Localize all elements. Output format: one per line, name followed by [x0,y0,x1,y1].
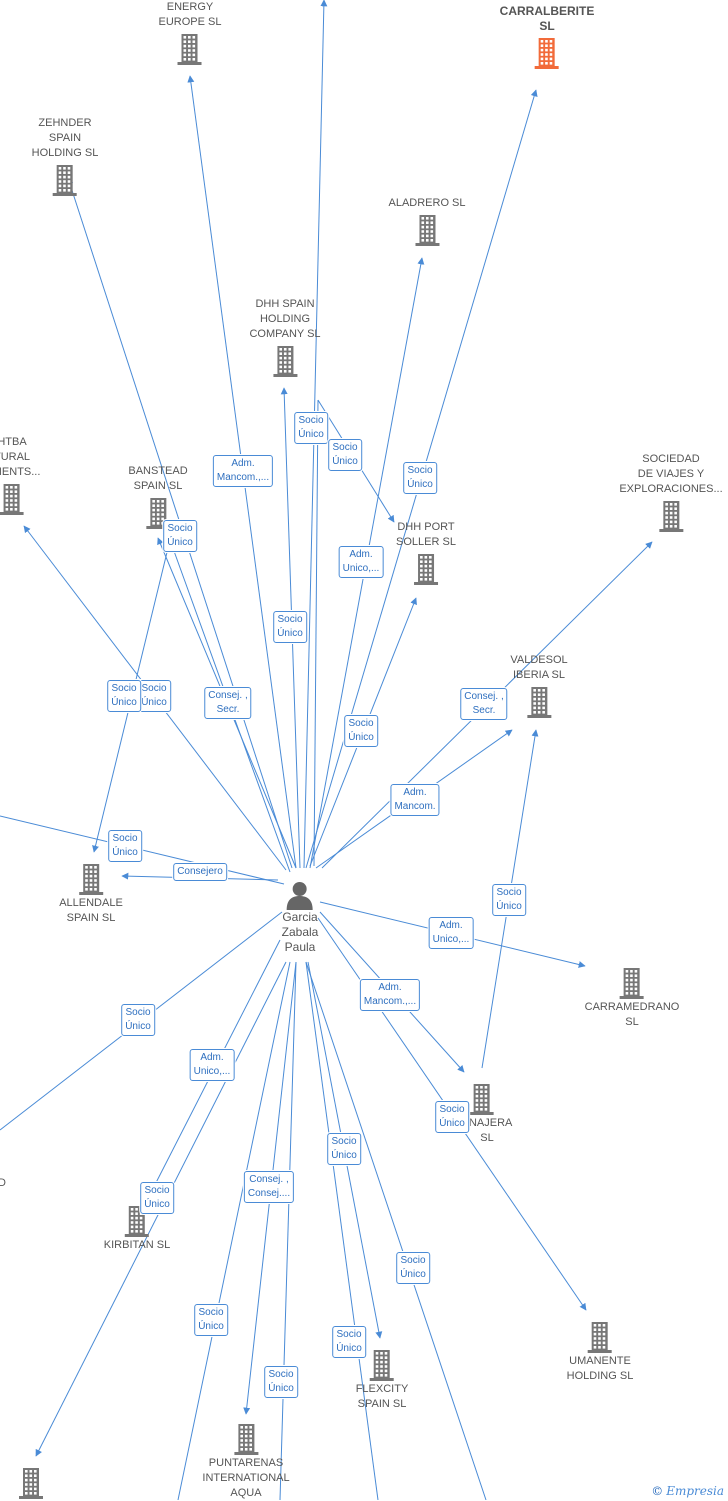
company-node-aladrero[interactable]: ALADRERO SL [388,196,466,247]
company-label: DHH SPAIN HOLDING COMPANY SL [249,298,321,340]
edge-role-label[interactable]: Socio Único [332,1326,366,1358]
company-label: PUNTARENAS INTERNATIONAL AQUA [202,1457,290,1499]
edge-role-label[interactable]: Socio Único [327,1133,361,1165]
edge-role-label[interactable]: Socio Único [163,520,197,552]
company-label: KIRBITAN SL [103,1239,171,1251]
company-label: ANAJERA SL [461,1117,513,1144]
edge-role-label[interactable]: Socio Único [344,715,378,747]
person-node[interactable]: Garcia Zabala Paula [281,880,319,955]
edge-role-label[interactable]: Socio Único [264,1366,298,1398]
building-icon [587,1322,612,1353]
person-name: Garcia Zabala Paula [281,910,319,954]
company-node-left-d[interactable]: D [0,1176,6,1191]
building-icon [273,346,297,377]
company-node-bottom-left[interactable] [16,1466,46,1500]
edges-layer [0,0,653,1500]
watermark: ©Empresia [651,1484,724,1498]
company-node-flexcity-spain[interactable]: FLEXCITY SPAIN SL [355,1348,409,1412]
person-icon [286,882,313,910]
edge-role-label[interactable]: Socio Único [273,611,307,643]
edge-role-label[interactable]: Socio Único [396,1252,430,1284]
company-label: CARRAMEDRANO SL [584,1001,680,1028]
company-node-banstead-spain[interactable]: BANSTEAD SPAIN SL [128,464,188,530]
company-node-anajera[interactable]: ANAJERA SL [452,1082,513,1146]
company-label: BANSTEAD SPAIN SL [128,465,188,492]
edge-role-label[interactable]: Socio Único [121,1004,155,1036]
company-label: ALLENDALE SPAIN SL [59,897,123,924]
building-icon [413,554,438,585]
edge-line [305,961,379,1500]
company-label: CARRALBERITE SL [499,4,595,33]
company-node-allendale-spain[interactable]: ALLENDALE SPAIN SL [59,862,123,926]
building-icon [0,484,24,515]
company-node-dhh-spain-holding[interactable]: DHH SPAIN HOLDING COMPANY SL [249,297,321,378]
building-icon [659,501,683,532]
edge-role-label[interactable]: Consej. , Secr. [204,687,252,719]
edge-line [0,815,285,885]
building-icon [534,38,559,69]
edge-role-label[interactable]: Adm. Mancom.,... [359,979,421,1011]
edge-role-label[interactable]: Socio Único [108,830,142,862]
edge-line [177,961,291,1500]
company-node-htba-natural[interactable]: HTBA TURAL EDIENTS... [0,435,40,516]
building-icon [470,1084,494,1115]
building-icon [369,1350,394,1381]
company-node-energy-europe[interactable]: ENERGY EUROPE SL [158,0,222,66]
building-icon [19,1468,43,1499]
edge-role-label[interactable]: Socio Único [140,1182,174,1214]
company-node-carramedrano[interactable]: CARRAMEDRANO SL [584,966,680,1030]
company-label: ALADRERO SL [388,197,466,209]
building-icon [178,34,202,65]
company-label: D [0,1177,6,1189]
edge-role-label[interactable]: Consejero [173,863,227,881]
edge-role-label[interactable]: Adm. Unico,... [338,546,384,578]
company-node-valdesol-iberia[interactable]: VALDESOL IBERIA SL [510,653,568,719]
company-label: DHH PORT SOLLER SL [396,521,456,548]
company-label: VALDESOL IBERIA SL [510,654,568,681]
edge-role-label[interactable]: Adm. Mancom. [390,784,440,816]
edge-role-label[interactable]: Socio Único [194,1304,228,1336]
company-node-carralberite[interactable]: CARRALBERITE SL [499,4,595,70]
edge-line [313,399,319,867]
company-label: SOCIEDAD DE VIAJES Y EXPLORACIONES... [619,453,723,495]
copyright-symbol: © [651,1484,664,1498]
company-node-sociedad-viajes[interactable]: SOCIEDAD DE VIAJES Y EXPLORACIONES... [619,452,723,533]
company-node-puntarenas[interactable]: PUNTARENAS INTERNATIONAL AQUA [202,1422,290,1501]
building-icon [619,968,644,999]
edge-role-label[interactable]: Socio Único [107,680,141,712]
company-node-zehnder-spain[interactable]: ZEHNDER SPAIN HOLDING SL [31,116,99,197]
edge-role-label[interactable]: Socio Único [435,1101,469,1133]
building-icon [52,165,77,196]
company-label: UMANENTE HOLDING SL [566,1355,634,1382]
building-icon [79,864,103,895]
edge-role-label[interactable]: Consej. , Consej.... [243,1171,295,1203]
edge-line [305,961,487,1500]
edge-role-label[interactable]: Socio Único [492,884,526,916]
company-node-umanente-holding[interactable]: UMANENTE HOLDING SL [566,1320,634,1384]
edge-role-label[interactable]: Adm. Unico,... [428,917,474,949]
edge-role-label[interactable]: Socio Único [403,462,437,494]
building-icon [415,215,439,246]
edge-role-label[interactable]: Socio Único [328,439,362,471]
edge-role-label[interactable]: Consej. , Secr. [460,688,508,720]
edge-role-label[interactable]: Adm. Unico,... [189,1049,235,1081]
edge-role-label[interactable]: Socio Único [137,680,171,712]
edge-role-label[interactable]: Adm. Mancom.,... [212,455,274,487]
company-label: FLEXCITY SPAIN SL [355,1383,409,1410]
edge-role-label[interactable]: Socio Único [294,412,328,444]
building-icon [145,498,170,529]
company-label: ENERGY EUROPE SL [158,1,222,28]
building-icon [233,1424,258,1455]
company-label: ZEHNDER SPAIN HOLDING SL [31,117,99,159]
edge-line [279,961,297,1500]
building-icon [527,687,551,718]
company-node-dhh-port-soller[interactable]: DHH PORT SOLLER SL [396,520,456,586]
company-label: HTBA TURAL EDIENTS... [0,436,41,478]
brand-name: Empresia [666,1484,724,1498]
